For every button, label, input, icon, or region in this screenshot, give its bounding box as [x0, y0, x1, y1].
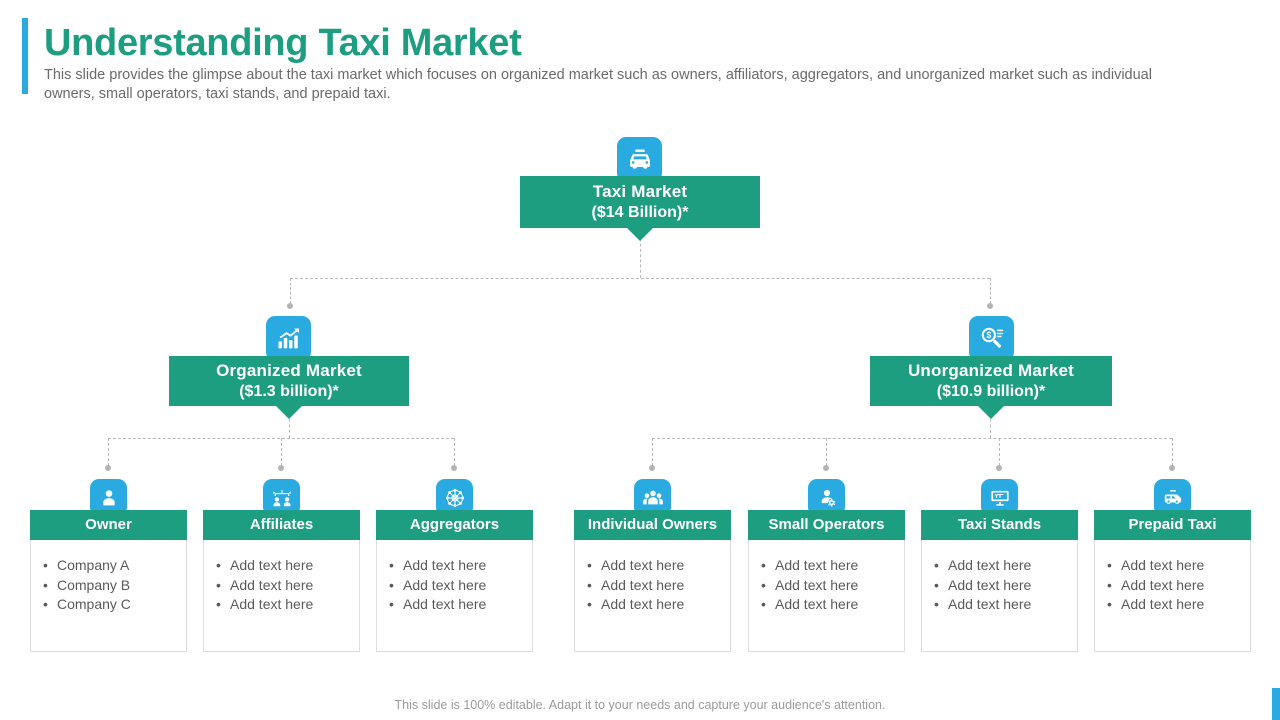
connector-dot-owner — [105, 465, 111, 471]
people-group-icon — [634, 479, 671, 516]
connector-dot-small-operators — [823, 465, 829, 471]
list-item: Add text here — [204, 576, 359, 596]
connector-dot-branch-right — [987, 303, 993, 309]
network-cluster-icon — [436, 479, 473, 516]
list-item: Add text here — [377, 595, 532, 615]
node-organized-market[interactable]: Organized Market ($1.3 billion)* — [169, 356, 409, 419]
connector-unorganized-stem — [990, 408, 991, 438]
card-affiliates-body: Add text here Add text here Add text her… — [203, 540, 360, 652]
card-taxi-stands-body: Add text here Add text here Add text her… — [921, 540, 1078, 652]
card-prepaid-taxi-title: Prepaid Taxi — [1094, 510, 1251, 540]
two-people-network-icon — [263, 479, 300, 516]
connector-unorganized-bus — [652, 438, 1172, 439]
list-item: Add text here — [377, 556, 532, 576]
connector-dot-branch-left — [287, 303, 293, 309]
connector-organized-drop-3 — [454, 438, 455, 466]
magnifier-dollar-icon — [969, 316, 1014, 361]
connector-dot-aggregators — [451, 465, 457, 471]
card-taxi-stands-list: Add text here Add text here Add text her… — [922, 556, 1077, 615]
list-item: Add text here — [204, 595, 359, 615]
connector-unorganized-drop-1 — [652, 438, 653, 466]
card-taxi-stands[interactable]: Taxi Stands Add text here Add text here … — [921, 510, 1078, 652]
list-item: Add text here — [922, 576, 1077, 596]
connector-branch-bus — [290, 278, 990, 279]
list-item: Add text here — [575, 576, 730, 596]
card-small-operators-title: Small Operators — [748, 510, 905, 540]
footer-note: This slide is 100% editable. Adapt it to… — [394, 698, 886, 712]
card-individual-owners-body: Add text here Add text here Add text her… — [574, 540, 731, 652]
node-unorganized-market-line1: Unorganized Market — [907, 361, 1075, 380]
connector-branch-left-drop — [290, 278, 291, 304]
card-owner-body: Company A Company B Company C — [30, 540, 187, 652]
card-individual-owners-list: Add text here Add text here Add text her… — [575, 556, 730, 615]
page-title: Understanding Taxi Market — [44, 22, 522, 64]
node-taxi-market[interactable]: Taxi Market ($14 Billion)* — [520, 176, 760, 241]
node-taxi-market-line1: Taxi Market — [592, 182, 688, 201]
title-accent-bar — [22, 18, 28, 94]
list-item: Company C — [31, 595, 186, 615]
list-item: Company A — [31, 556, 186, 576]
list-item: Add text here — [749, 595, 904, 615]
list-item: Add text here — [575, 595, 730, 615]
node-unorganized-market-line2: ($10.9 billion)* — [936, 383, 1046, 400]
card-small-operators[interactable]: Small Operators Add text here Add text h… — [748, 510, 905, 652]
taxi-van-icon — [1154, 479, 1191, 516]
card-aggregators[interactable]: Aggregators Add text here Add text here … — [376, 510, 533, 652]
card-aggregators-list: Add text here Add text here Add text her… — [377, 556, 532, 615]
list-item: Add text here — [204, 556, 359, 576]
list-item: Company B — [31, 576, 186, 596]
list-item: Add text here — [575, 556, 730, 576]
card-aggregators-body: Add text here Add text here Add text her… — [376, 540, 533, 652]
connector-unorganized-drop-4 — [1172, 438, 1173, 466]
card-individual-owners-title: Individual Owners — [574, 510, 731, 540]
card-small-operators-list: Add text here Add text here Add text her… — [749, 556, 904, 615]
card-owner-list: Company A Company B Company C — [31, 556, 186, 615]
connector-unorganized-drop-3 — [999, 438, 1000, 466]
card-affiliates-title: Affiliates — [203, 510, 360, 540]
connector-organized-stem — [289, 408, 290, 438]
card-individual-owners[interactable]: Individual Owners Add text here Add text… — [574, 510, 731, 652]
node-organized-market-line1: Organized Market — [216, 361, 362, 380]
list-item: Add text here — [749, 576, 904, 596]
list-item: Add text here — [1095, 576, 1250, 596]
card-small-operators-body: Add text here Add text here Add text her… — [748, 540, 905, 652]
connector-root-stem — [640, 228, 641, 278]
connector-dot-taxi-stands — [996, 465, 1002, 471]
list-item: Add text here — [922, 556, 1077, 576]
node-organized-market-line2: ($1.3 billion)* — [239, 383, 339, 400]
connector-branch-right-drop — [990, 278, 991, 304]
card-owner[interactable]: Owner Company A Company B Company C — [30, 510, 187, 652]
node-taxi-market-line2: ($14 Billion)* — [591, 204, 689, 221]
connector-dot-affiliates — [278, 465, 284, 471]
single-person-icon — [90, 479, 127, 516]
card-affiliates[interactable]: Affiliates Add text here Add text here A… — [203, 510, 360, 652]
card-prepaid-taxi-list: Add text here Add text here Add text her… — [1095, 556, 1250, 615]
list-item: Add text here — [377, 576, 532, 596]
node-unorganized-market[interactable]: Unorganized Market ($10.9 billion)* — [870, 356, 1112, 419]
connector-dot-prepaid-taxi — [1169, 465, 1175, 471]
card-prepaid-taxi[interactable]: Prepaid Taxi Add text here Add text here… — [1094, 510, 1251, 652]
card-aggregators-title: Aggregators — [376, 510, 533, 540]
list-item: Add text here — [922, 595, 1077, 615]
connector-organized-drop-1 — [108, 438, 109, 466]
taxi-stand-sign-icon — [981, 479, 1018, 516]
person-gear-icon — [808, 479, 845, 516]
list-item: Add text here — [1095, 595, 1250, 615]
corner-accent-bar — [1272, 688, 1280, 720]
bar-chart-growth-icon — [266, 316, 311, 361]
card-prepaid-taxi-body: Add text here Add text here Add text her… — [1094, 540, 1251, 652]
taxi-car-icon — [617, 137, 662, 182]
connector-organized-drop-2 — [281, 438, 282, 466]
card-taxi-stands-title: Taxi Stands — [921, 510, 1078, 540]
list-item: Add text here — [1095, 556, 1250, 576]
card-affiliates-list: Add text here Add text here Add text her… — [204, 556, 359, 615]
list-item: Add text here — [749, 556, 904, 576]
connector-unorganized-drop-2 — [826, 438, 827, 466]
card-owner-title: Owner — [30, 510, 187, 540]
connector-dot-individual-owners — [649, 465, 655, 471]
page-subtitle: This slide provides the glimpse about th… — [44, 67, 1152, 102]
